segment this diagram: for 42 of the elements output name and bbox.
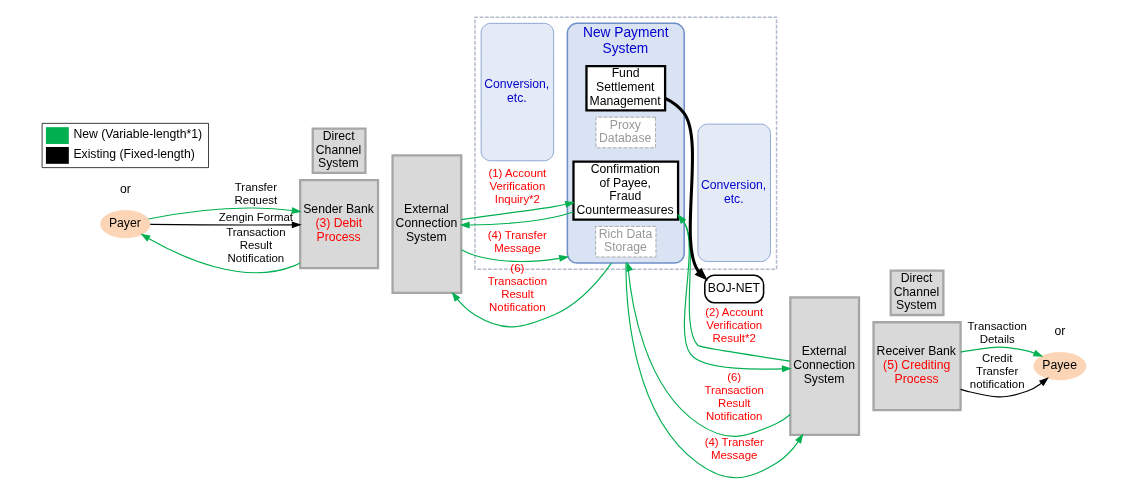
arrow xyxy=(960,377,1049,398)
edge-label: Credit Transfer notification xyxy=(969,351,1025,390)
edge-label: (6) Transaction Result Notification xyxy=(487,262,548,314)
node-box: Rich Data Storage xyxy=(595,226,657,258)
node-box: Conversion, etc. xyxy=(480,22,554,162)
node-box: Receiver Bank (5) Crediting Process xyxy=(872,321,962,412)
edge-label: (4) Transfer Message xyxy=(704,436,764,462)
label: or xyxy=(119,181,131,196)
edge-label: Transaction Result Notification xyxy=(226,226,286,265)
arrow xyxy=(960,346,1044,357)
arrow xyxy=(664,97,708,281)
arrow xyxy=(459,211,574,229)
node-box: External Connection System xyxy=(391,154,463,294)
arrow xyxy=(625,262,804,479)
legend-label: New (Variable-length*1) xyxy=(73,127,203,142)
node-box: BOJ-NET xyxy=(704,274,765,304)
legend-label: Existing (Fixed-length) xyxy=(73,147,195,162)
arrow xyxy=(147,207,302,220)
node-ellipse: Payee xyxy=(1033,352,1087,381)
node-box: External Connection System xyxy=(789,296,861,436)
node-box: Confirmation of Payee, Fraud Countermeasures xyxy=(572,160,680,221)
node-box: Conversion, etc. xyxy=(697,123,771,262)
arrow xyxy=(460,249,570,263)
node-box: Direct Channel System xyxy=(311,127,367,175)
edge-label: Transfer Request xyxy=(234,181,278,207)
node-box: Direct Channel System xyxy=(889,269,945,317)
edge-label: (4) Transfer Message xyxy=(487,228,547,254)
arrow xyxy=(451,262,613,328)
node-box: Proxy Database xyxy=(595,116,656,149)
edge-label: (6) Transaction Result Notification xyxy=(704,370,764,422)
edge-label: Zengin Format xyxy=(218,211,294,224)
arrow xyxy=(626,261,791,437)
arrow xyxy=(460,200,576,221)
arrow xyxy=(149,221,302,229)
node-box: Fund Settlement Management xyxy=(585,64,667,112)
label: or xyxy=(1054,323,1066,338)
edge-label: Transaction Details xyxy=(967,320,1027,346)
node-box: Sender Bank (3) Debit Process xyxy=(299,179,380,270)
node-ellipse: Payer xyxy=(100,210,151,239)
edge-label: (1) Account Verification Inquiry*2 xyxy=(488,166,547,205)
edge-label: (2) Account Verification Result*2 xyxy=(705,305,764,344)
arrow xyxy=(140,233,301,274)
